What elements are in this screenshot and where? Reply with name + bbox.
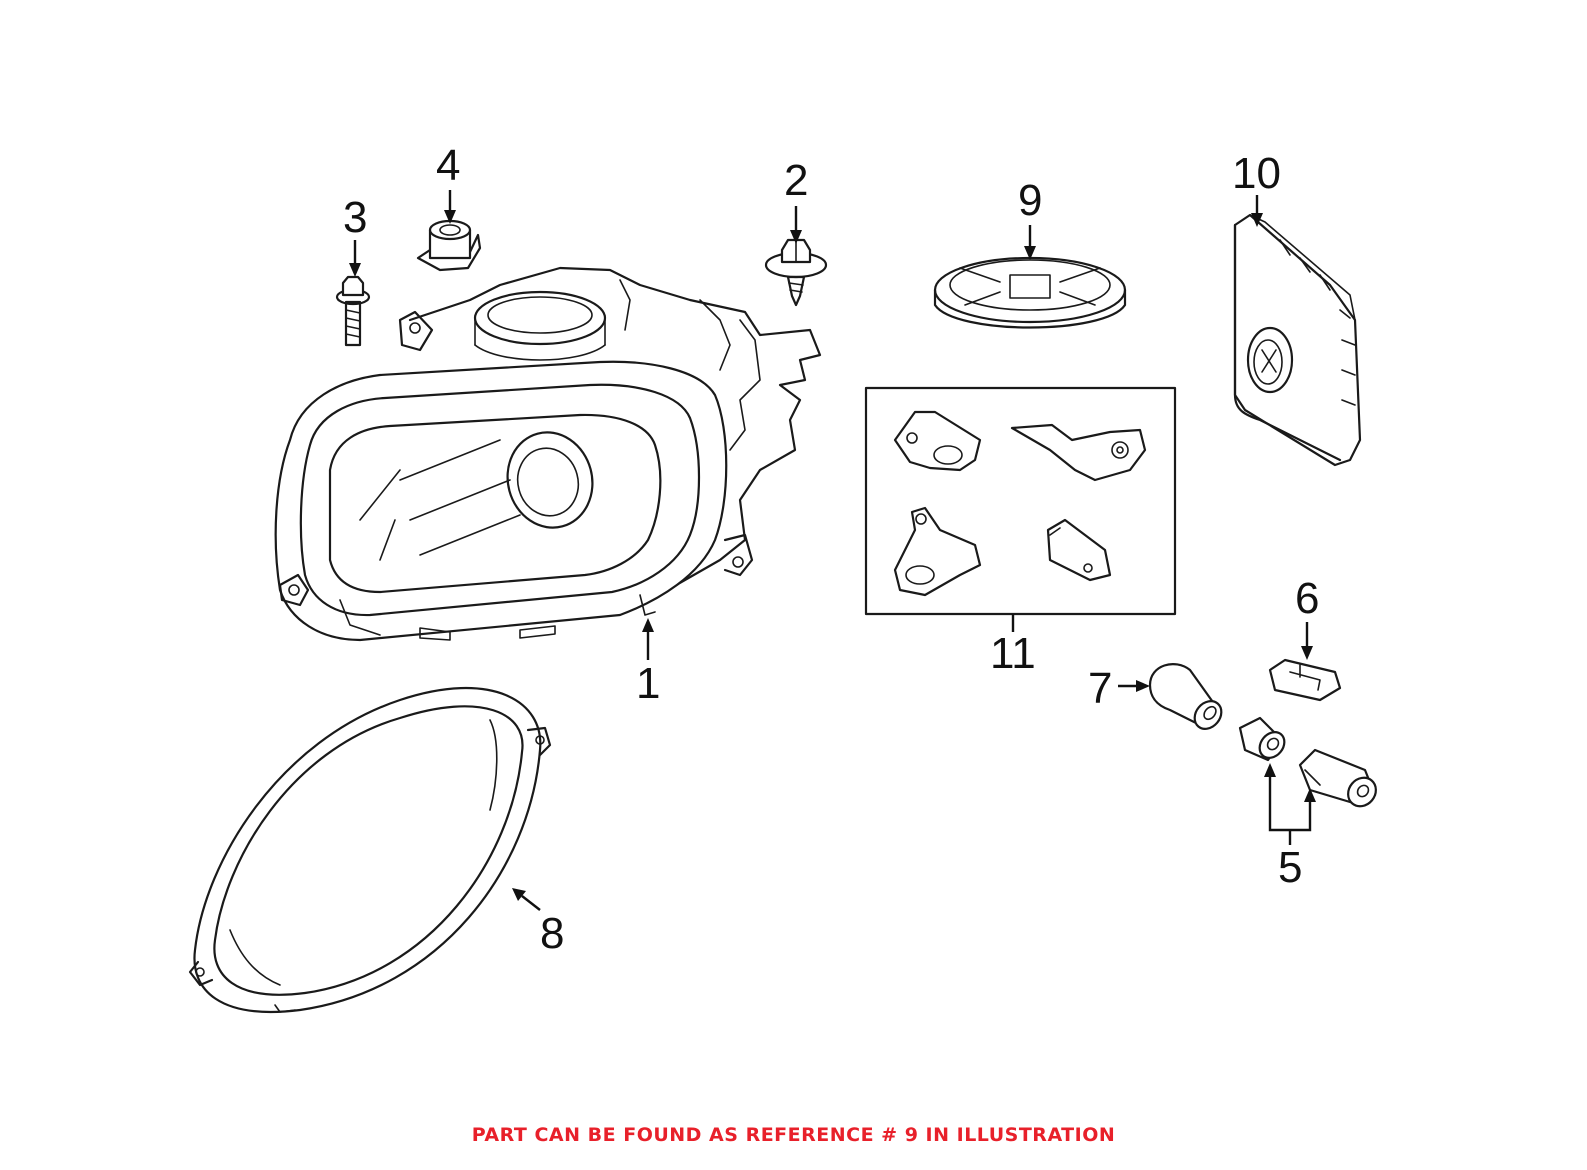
leader-arrows xyxy=(349,190,1316,911)
clip-icon xyxy=(1268,658,1342,702)
callout-9: 9 xyxy=(1018,176,1042,225)
headlight-assembly-icon xyxy=(274,266,822,642)
callout-8: 8 xyxy=(540,909,564,958)
reference-caption: PART CAN BE FOUND AS REFERENCE # 9 IN IL… xyxy=(471,1124,1116,1146)
callout-2: 2 xyxy=(784,156,808,205)
bracket-clip-icon xyxy=(416,219,482,272)
callout-3: 3 xyxy=(343,193,367,242)
callout-11: 11 xyxy=(990,629,1036,678)
callout-10: 10 xyxy=(1232,149,1281,198)
callout-1: 1 xyxy=(636,659,660,708)
flange-screw-icon xyxy=(764,238,828,307)
bulb-socket-icon xyxy=(1238,716,1377,808)
trim-ring-icon xyxy=(188,686,552,1013)
bolt-icon xyxy=(335,275,371,347)
control-module-icon xyxy=(1233,213,1362,467)
bulb-icon xyxy=(1148,663,1223,730)
repair-kit-icon xyxy=(864,386,1177,616)
callout-7: 7 xyxy=(1088,664,1112,713)
callout-6: 6 xyxy=(1295,574,1319,623)
callout-4: 4 xyxy=(436,141,460,190)
dust-cover-cap-icon xyxy=(933,256,1127,329)
callout-5: 5 xyxy=(1278,843,1302,892)
